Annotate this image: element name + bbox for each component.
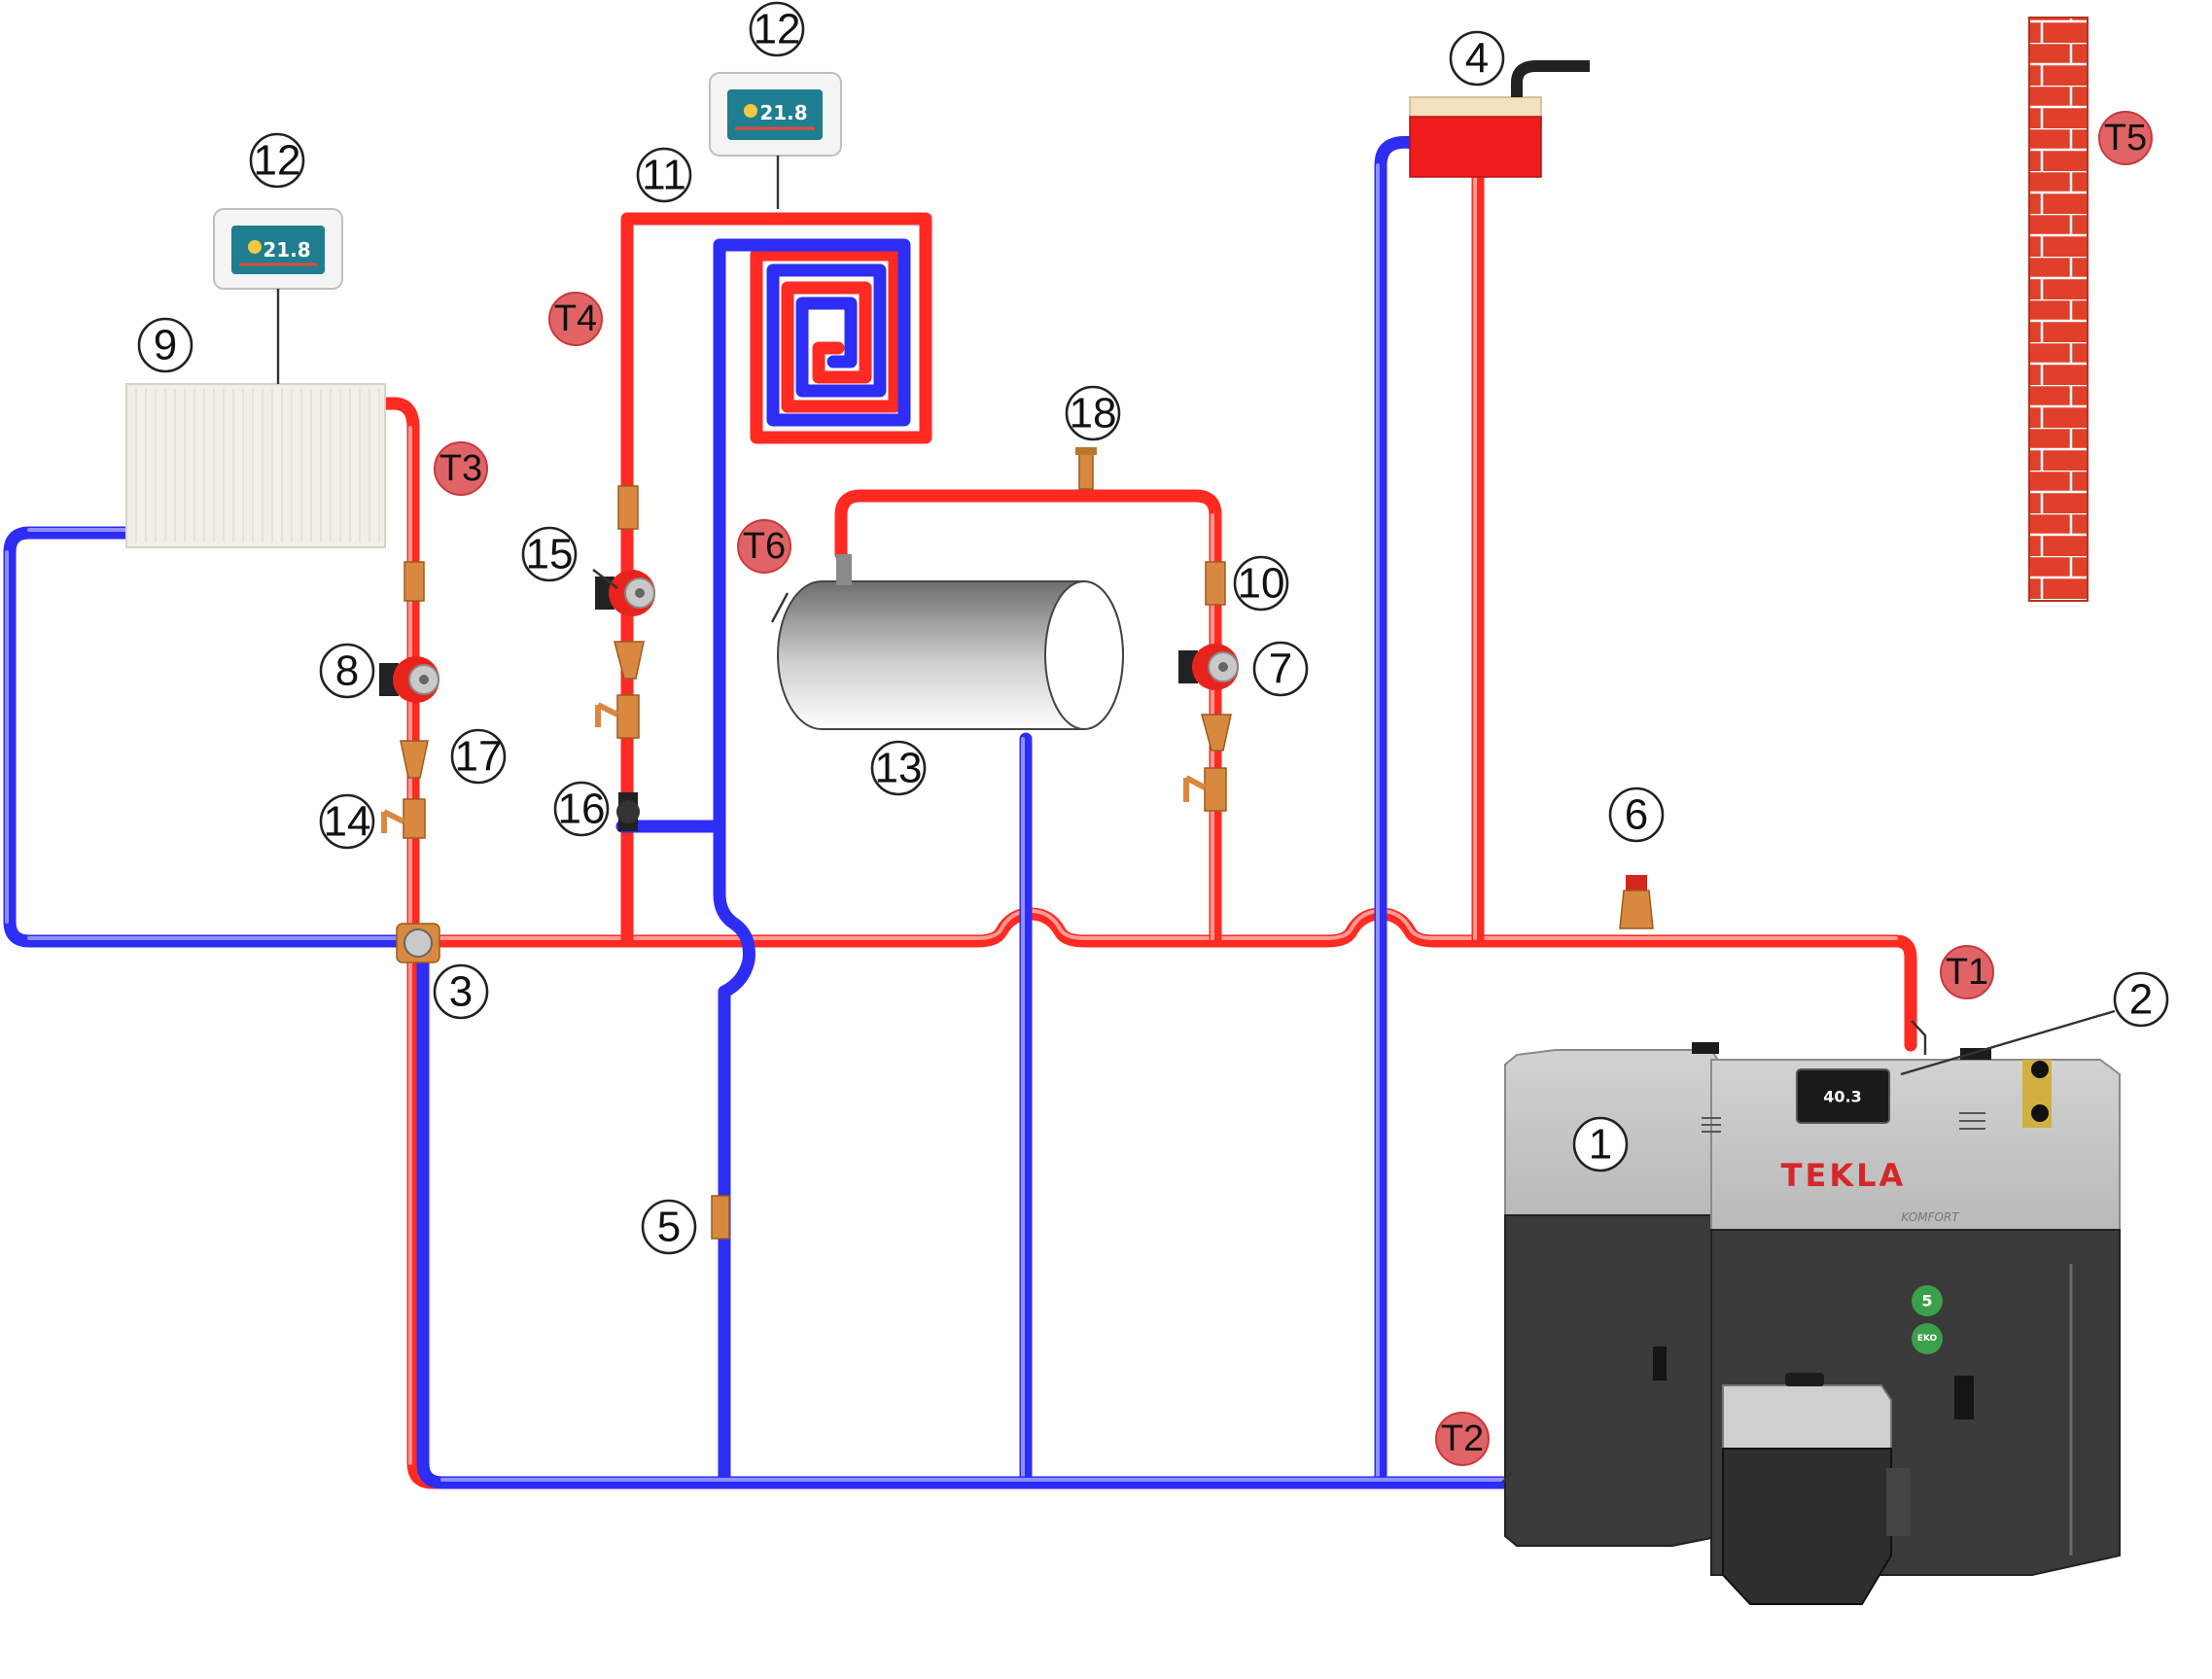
svg-text:10: 10 xyxy=(1238,560,1285,608)
label-11: 11 xyxy=(636,147,692,203)
svg-text:7: 7 xyxy=(1269,646,1292,693)
svg-text:15: 15 xyxy=(526,531,574,578)
boiler-model: KOMFORT xyxy=(1901,1210,1960,1224)
valve-floor xyxy=(616,792,640,831)
radiator-branch-fittings xyxy=(379,561,439,839)
svg-text:11: 11 xyxy=(642,152,686,199)
label-15: 15 xyxy=(521,526,578,582)
label-12-top: 12 xyxy=(749,1,805,57)
sensor-t5: T5 xyxy=(2098,111,2153,165)
thermostat-top-temperature: 21.8 xyxy=(759,101,807,124)
boiler-brand: TEKLA xyxy=(1781,1157,1907,1194)
label-7: 7 xyxy=(1252,641,1309,697)
svg-text:17: 17 xyxy=(455,733,503,781)
sensor-t1: T1 xyxy=(1940,945,1994,999)
label-16: 16 xyxy=(553,781,610,837)
label-9: 9 xyxy=(137,317,193,373)
dhw-branch-fittings xyxy=(1178,561,1239,812)
label-2: 2 xyxy=(2113,971,2169,1028)
label-1: 1 xyxy=(1572,1116,1629,1172)
label-12-left: 12 xyxy=(249,132,305,189)
safety-valve xyxy=(1619,875,1654,929)
svg-text:3: 3 xyxy=(449,968,473,1016)
mixing-valve xyxy=(396,923,440,963)
svg-text:12: 12 xyxy=(254,137,301,185)
label-5: 5 xyxy=(641,1199,697,1255)
number-labels: 12 12 11 9 4 18 15 10 8 7 17 13 14 16 6 … xyxy=(137,1,2169,1255)
pump-floor xyxy=(595,570,655,616)
svg-text:14: 14 xyxy=(324,798,371,846)
svg-text:4: 4 xyxy=(1465,35,1489,83)
svg-text:T4: T4 xyxy=(554,298,597,339)
label-17: 17 xyxy=(450,728,507,785)
svg-text:6: 6 xyxy=(1625,791,1648,839)
svg-text:9: 9 xyxy=(154,322,177,369)
label-14: 14 xyxy=(319,793,375,850)
sensor-t6: T6 xyxy=(737,519,791,574)
label-4: 4 xyxy=(1449,30,1505,87)
label-6: 6 xyxy=(1608,787,1665,843)
chimney-wall xyxy=(2028,17,2089,602)
svg-text:13: 13 xyxy=(875,745,923,792)
boiler-controller: 40.3 xyxy=(1796,1068,1890,1124)
boiler: 40.3 TEKLA KOMFORT 5 EKO xyxy=(1504,1042,2121,1605)
air-vent xyxy=(1075,447,1097,490)
svg-text:1: 1 xyxy=(1589,1121,1612,1169)
svg-text:T3: T3 xyxy=(439,448,482,489)
filter-radiator xyxy=(400,740,429,779)
sensor-t4: T4 xyxy=(548,292,603,346)
floor-branch-fittings xyxy=(595,485,655,831)
svg-text:5: 5 xyxy=(657,1204,681,1251)
label-10: 10 xyxy=(1233,555,1289,612)
svg-text:12: 12 xyxy=(754,6,801,53)
label-18: 18 xyxy=(1065,385,1121,441)
sensor-labels: T4 T3 T6 T5 T1 T2 xyxy=(434,111,2153,1466)
pump-radiator xyxy=(379,656,439,703)
thermostat-left-temperature: 21.8 xyxy=(263,238,310,262)
cold-fitting xyxy=(711,1195,730,1240)
svg-text:18: 18 xyxy=(1070,390,1117,437)
water-tank xyxy=(777,554,1124,730)
sensor-t2: T2 xyxy=(1435,1412,1490,1466)
svg-text:T6: T6 xyxy=(743,526,786,567)
svg-text:16: 16 xyxy=(558,786,606,833)
svg-text:2: 2 xyxy=(2129,976,2153,1024)
svg-text:T5: T5 xyxy=(2104,118,2147,158)
boiler-badge-class: 5 xyxy=(1921,1292,1932,1311)
leader-lines xyxy=(592,569,2116,1484)
thermostat-top: 21.8 xyxy=(709,72,842,209)
fitting-dhw xyxy=(1205,561,1226,606)
svg-text:8: 8 xyxy=(335,647,359,695)
sensor-t3: T3 xyxy=(434,441,488,496)
expansion-tank xyxy=(1409,60,1590,178)
svg-text:T1: T1 xyxy=(1946,952,1988,993)
boiler-badge-eco: EKO xyxy=(1917,1334,1938,1344)
thermostat-left: 21.8 xyxy=(213,208,343,384)
label-8: 8 xyxy=(319,643,375,699)
pump-dhw xyxy=(1178,644,1239,690)
ball-valve-radiator xyxy=(381,798,426,839)
label-13: 13 xyxy=(870,740,927,796)
boiler-display-value: 40.3 xyxy=(1823,1088,1861,1106)
svg-text:T2: T2 xyxy=(1441,1418,1484,1459)
return-pipes xyxy=(3,135,1514,1489)
label-3: 3 xyxy=(433,963,489,1020)
radiator xyxy=(125,383,386,548)
